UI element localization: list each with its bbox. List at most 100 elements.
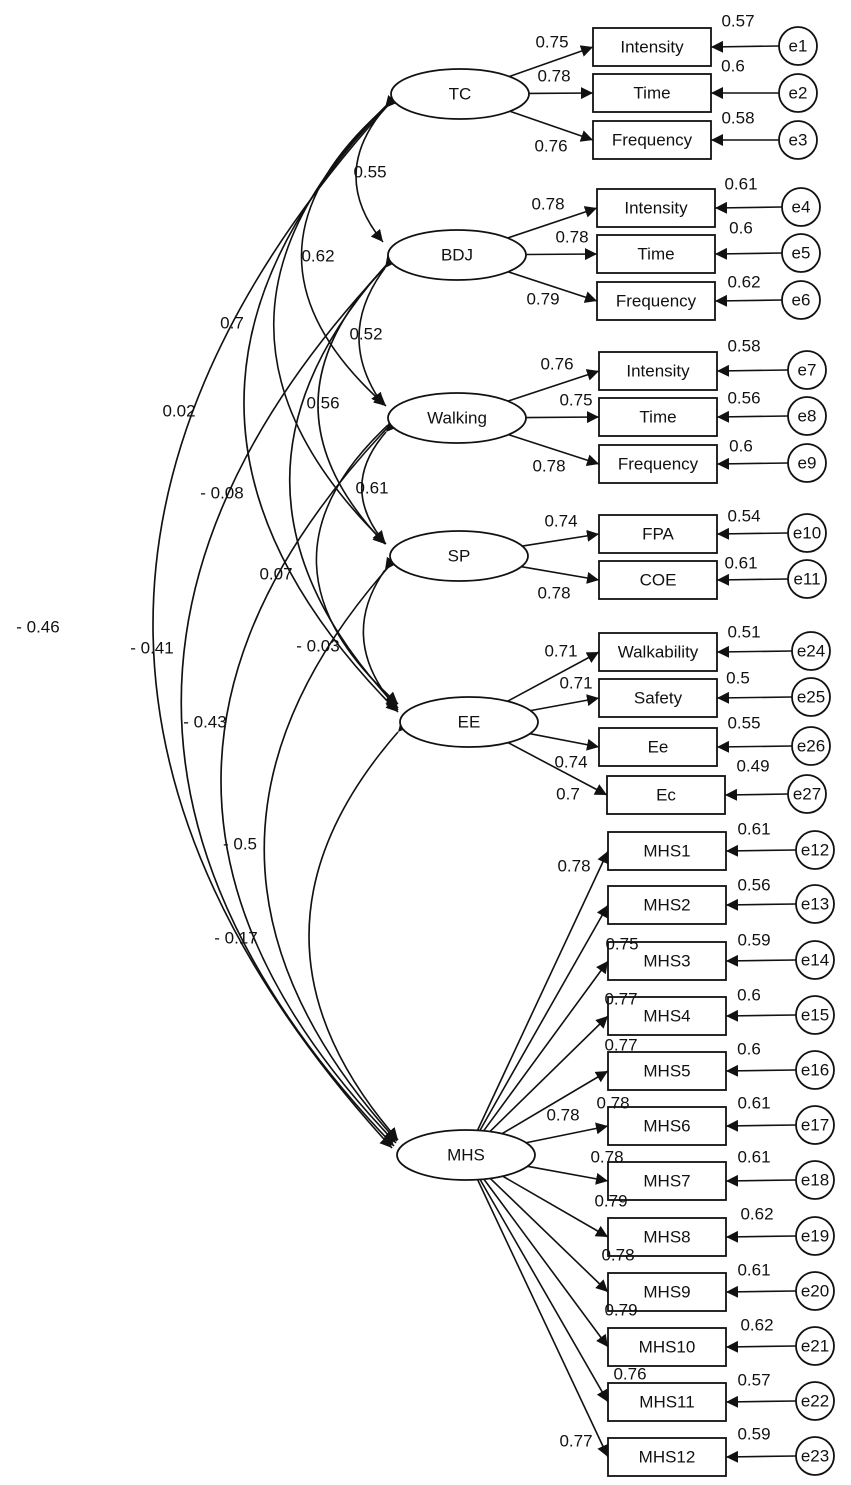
latent-ellipse bbox=[389, 530, 529, 582]
correlation-arc-ee-mhs bbox=[308, 719, 411, 1141]
correlation-label-sp-mhs: - 0.5 bbox=[223, 835, 257, 854]
error-circle bbox=[795, 1381, 835, 1421]
indicator-box bbox=[607, 1161, 727, 1201]
loading-path-e10 bbox=[522, 529, 600, 547]
error-term-e24: e24 bbox=[791, 631, 831, 671]
error-term-e18: e18 bbox=[795, 1160, 835, 1200]
error-path-e11 bbox=[716, 573, 789, 586]
error-term-e26: e26 bbox=[791, 726, 831, 766]
latent-ellipse bbox=[387, 229, 527, 281]
correlation-label-ee-mhs: - 0.17 bbox=[214, 929, 257, 948]
correlation-arc-bdj-ee bbox=[288, 249, 402, 709]
indicator-tc-time: Time bbox=[592, 73, 712, 113]
loading-path-e20 bbox=[489, 1177, 609, 1293]
error-circle bbox=[787, 350, 827, 390]
loading-path-e24 bbox=[507, 651, 600, 702]
r-squared-label-e9: 0.6 bbox=[729, 437, 753, 456]
indicator-label: COE bbox=[640, 571, 677, 590]
loading-label-e9: 0.78 bbox=[532, 457, 565, 476]
error-path-e16 bbox=[725, 1064, 797, 1077]
indicator-box bbox=[596, 188, 716, 228]
loading-path-e25 bbox=[530, 694, 600, 712]
indicator-mhs-mhs6: MHS6 bbox=[607, 1106, 727, 1146]
indicator-box bbox=[598, 632, 718, 672]
error-circle bbox=[781, 187, 821, 227]
indicator-label: Intensity bbox=[624, 199, 688, 218]
error-label: e18 bbox=[801, 1171, 829, 1190]
correlation-label-bdj-walking: 0.52 bbox=[349, 325, 382, 344]
indicator-label: FPA bbox=[642, 525, 674, 544]
indicator-box bbox=[607, 1327, 727, 1367]
loading-label-e2: 0.78 bbox=[537, 67, 570, 86]
error-path-e12 bbox=[725, 844, 797, 857]
r-squared-label-e23: 0.59 bbox=[737, 1425, 770, 1444]
indicator-sp-fpa: FPA bbox=[598, 514, 718, 554]
r-squared-label-e20: 0.61 bbox=[737, 1261, 770, 1280]
indicator-box bbox=[607, 1106, 727, 1146]
loading-path-e19 bbox=[502, 1175, 609, 1238]
correlation-label-bdj-ee: - 0.08 bbox=[200, 484, 243, 503]
indicator-label: Frequency bbox=[618, 455, 699, 474]
indicator-label: MHS4 bbox=[643, 1007, 690, 1026]
r-squared-label-e25: 0.5 bbox=[726, 669, 750, 688]
loading-path-e17 bbox=[525, 1122, 609, 1144]
loading-path-e13 bbox=[479, 904, 609, 1131]
indicator-bdj-intensity: Intensity bbox=[596, 188, 716, 228]
error-term-e23: e23 bbox=[795, 1436, 835, 1476]
loading-path-e21 bbox=[483, 1178, 609, 1348]
error-label: e8 bbox=[798, 407, 817, 426]
indicator-box bbox=[607, 941, 727, 981]
error-term-e25: e25 bbox=[791, 677, 831, 717]
r-squared-label-e2: 0.6 bbox=[721, 57, 745, 76]
indicator-box bbox=[607, 831, 727, 871]
correlation-label-walking-mhs: - 0.43 bbox=[183, 713, 226, 732]
indicator-label: MHS2 bbox=[643, 896, 690, 915]
error-circle bbox=[795, 1105, 835, 1145]
indicator-ee-safety: Safety bbox=[598, 678, 718, 718]
error-path-e1 bbox=[710, 40, 780, 53]
indicator-ee-walkability: Walkability bbox=[598, 632, 718, 672]
error-term-e2: e2 bbox=[778, 73, 818, 113]
indicator-box bbox=[598, 351, 718, 391]
error-term-e21: e21 bbox=[795, 1326, 835, 1366]
error-circle bbox=[787, 443, 827, 483]
error-label: e15 bbox=[801, 1006, 829, 1025]
indicator-box bbox=[598, 560, 718, 600]
loading-label-e17: 0.78 bbox=[546, 1106, 579, 1125]
loading-label-e18: 0.78 bbox=[590, 1148, 623, 1167]
loading-label-e7: 0.76 bbox=[540, 355, 573, 374]
indicator-box bbox=[598, 727, 718, 767]
latent-tc: TC bbox=[390, 68, 530, 120]
error-term-e19: e19 bbox=[795, 1216, 835, 1256]
error-path-e27 bbox=[724, 788, 789, 801]
indicator-mhs-mhs8: MHS8 bbox=[607, 1217, 727, 1257]
error-label: e17 bbox=[801, 1116, 829, 1135]
error-term-e9: e9 bbox=[787, 443, 827, 483]
indicator-box bbox=[607, 1217, 727, 1257]
error-label: e14 bbox=[801, 951, 829, 970]
indicator-box bbox=[598, 514, 718, 554]
correlation-label-walking-ee: 0.07 bbox=[259, 565, 292, 584]
error-circle bbox=[795, 1436, 835, 1476]
error-path-e20 bbox=[725, 1285, 797, 1298]
latent-ee: EE bbox=[399, 696, 539, 748]
indicator-ee-ee: Ee bbox=[598, 727, 718, 767]
indicator-label: Frequency bbox=[612, 131, 693, 150]
error-term-e17: e17 bbox=[795, 1105, 835, 1145]
indicator-label: MHS10 bbox=[639, 1338, 696, 1357]
error-circle bbox=[791, 677, 831, 717]
loading-path-e3 bbox=[509, 110, 594, 142]
error-label: e27 bbox=[793, 785, 821, 804]
error-circle bbox=[795, 1271, 835, 1311]
error-term-e20: e20 bbox=[795, 1271, 835, 1311]
indicator-label: Time bbox=[639, 408, 676, 427]
r-squared-label-e15: 0.6 bbox=[737, 986, 761, 1005]
r-squared-label-e5: 0.6 bbox=[729, 219, 753, 238]
loading-label-e1: 0.75 bbox=[535, 33, 568, 52]
indicator-label: Ec bbox=[656, 786, 676, 805]
indicator-label: MHS5 bbox=[643, 1062, 690, 1081]
loading-path-e11 bbox=[521, 565, 600, 584]
indicator-box bbox=[607, 1272, 727, 1312]
loading-label-e24: 0.71 bbox=[544, 642, 577, 661]
